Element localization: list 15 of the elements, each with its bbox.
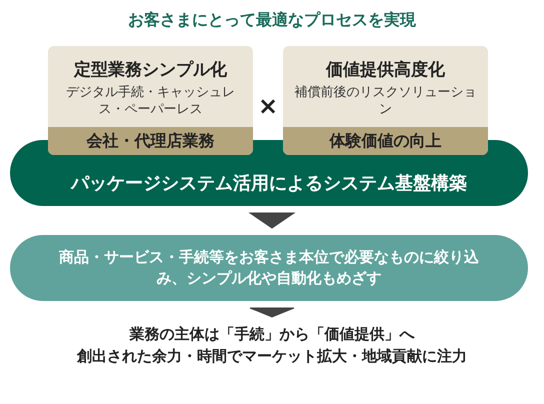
card-description: 補償前後のリスクソリューション xyxy=(294,85,478,119)
multiply-sign: × xyxy=(258,92,278,120)
card-heading: 定型業務シンプル化 xyxy=(74,59,227,81)
card-heading: 価値提供高度化 xyxy=(326,59,445,81)
card-footer-band: 会社・代理店業務 xyxy=(48,127,253,155)
down-arrow xyxy=(250,308,294,318)
diagram-title: お客さまにとって最適なプロセスを実現 xyxy=(127,10,417,31)
card-background xyxy=(48,46,253,155)
down-arrow xyxy=(248,212,296,229)
card-background xyxy=(283,46,488,155)
card-description: デジタル手続・キャッシュレス・ペーパーレス xyxy=(65,85,236,119)
result-text: 創出された余力・時間でマーケット拡大・地域貢献に注力 xyxy=(77,346,467,367)
card-footer-band: 体験価値の向上 xyxy=(283,127,488,155)
result-text: 業務の主体は「手続」から「価値提供」へ xyxy=(130,324,414,345)
process-band: 商品・サービス・手続等をお客さま本位で必要なものに絞り込み、シンプル化や自動化もめざす xyxy=(10,235,528,301)
